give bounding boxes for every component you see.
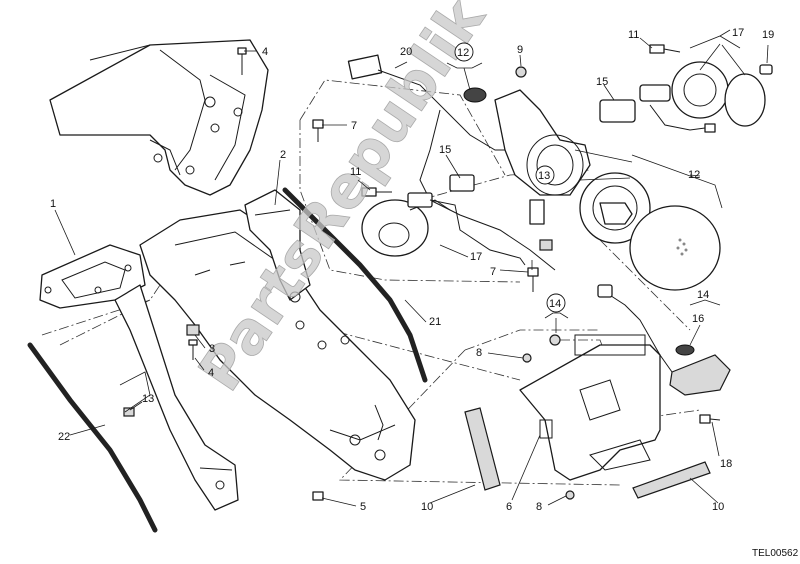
callout-numbers: 1 2 3 4 4 5 6 7 7 8 8 9 10 10 11 11 12 1…	[50, 27, 774, 513]
callout-3: 3	[209, 343, 215, 355]
callout-19: 19	[762, 29, 774, 41]
left-turn-signal	[361, 192, 451, 257]
lens-dots	[676, 238, 688, 256]
callout-6: 6	[506, 501, 512, 513]
part-13-clip	[123, 407, 135, 417]
callout-22: 22	[58, 431, 70, 443]
callout-18: 18	[720, 458, 732, 470]
circled-callout-12: 12	[454, 42, 474, 62]
part-10-reflector-left	[464, 407, 501, 491]
callout-8-upper: 8	[476, 347, 482, 359]
part-7-grommet-upper	[312, 119, 324, 142]
part-17-wiring-left	[429, 199, 553, 266]
part-12-grommet	[463, 87, 487, 103]
right-turn-signal	[599, 61, 766, 133]
callout-5: 5	[360, 501, 366, 513]
part-18-screw	[699, 414, 721, 424]
part-3-nut	[186, 324, 200, 336]
part-19-bulb	[759, 64, 773, 75]
callout-17-center: 17	[470, 251, 482, 263]
circled-callout-13: 13	[535, 165, 555, 185]
svg-text:14: 14	[549, 298, 561, 310]
part-8-nut-upper	[522, 353, 532, 363]
callout-16: 16	[692, 313, 704, 325]
callout-4-lower: 4	[208, 367, 214, 379]
part-6-plate-holder	[519, 334, 661, 481]
part-1-support-bracket	[39, 244, 239, 511]
drawing-code: TEL00562	[752, 548, 799, 559]
leader-lines	[54, 29, 769, 507]
circled-callout-14: 14	[546, 293, 566, 313]
callout-8-lower: 8	[536, 501, 542, 513]
callout-9: 9	[517, 44, 523, 56]
callout-15-right: 15	[596, 76, 608, 88]
svg-text:13: 13	[538, 170, 550, 182]
part-4-screw-lower	[188, 339, 198, 360]
part-9-cap	[515, 66, 527, 78]
callout-1: 1	[50, 198, 56, 210]
part-5-nut	[312, 491, 324, 501]
callout-4-upper: 4	[262, 46, 268, 58]
part-22-rubber-strip	[27, 342, 158, 533]
callout-2: 2	[280, 149, 286, 161]
part-11-screw-right	[649, 44, 681, 54]
part-10-reflector-right	[632, 461, 711, 499]
callout-14: 14	[697, 289, 709, 301]
callout-11-right: 11	[628, 29, 639, 41]
part-15-connector-center	[449, 174, 475, 192]
part-16-seal	[675, 344, 695, 356]
tail-light-housing	[494, 89, 591, 196]
callout-10-right: 10	[712, 501, 724, 513]
part-2-inner-panel	[244, 189, 311, 303]
callout-20: 20	[400, 46, 412, 58]
part-14-grommet-left	[549, 334, 561, 346]
callout-21: 21	[429, 316, 441, 328]
callout-7-lower: 7	[490, 266, 496, 278]
callout-11-left: 11	[350, 166, 361, 178]
part-11-screw-left	[361, 187, 392, 197]
callout-15-center: 15	[439, 144, 451, 156]
part-7-grommet-lower	[527, 267, 539, 292]
part-14-plate-light	[597, 284, 731, 396]
svg-text:12: 12	[457, 47, 469, 59]
callout-17-top: 17	[732, 27, 744, 39]
callout-7-upper: 7	[351, 120, 357, 132]
part-21-rubber-strip	[282, 187, 428, 383]
rear-subframe	[49, 39, 269, 196]
callout-13: 13	[142, 393, 154, 405]
callout-12: 12	[688, 169, 700, 181]
part-8-nut-lower	[565, 490, 575, 500]
part-12-tail-lamp	[579, 172, 721, 291]
callout-10-left: 10	[421, 501, 433, 513]
